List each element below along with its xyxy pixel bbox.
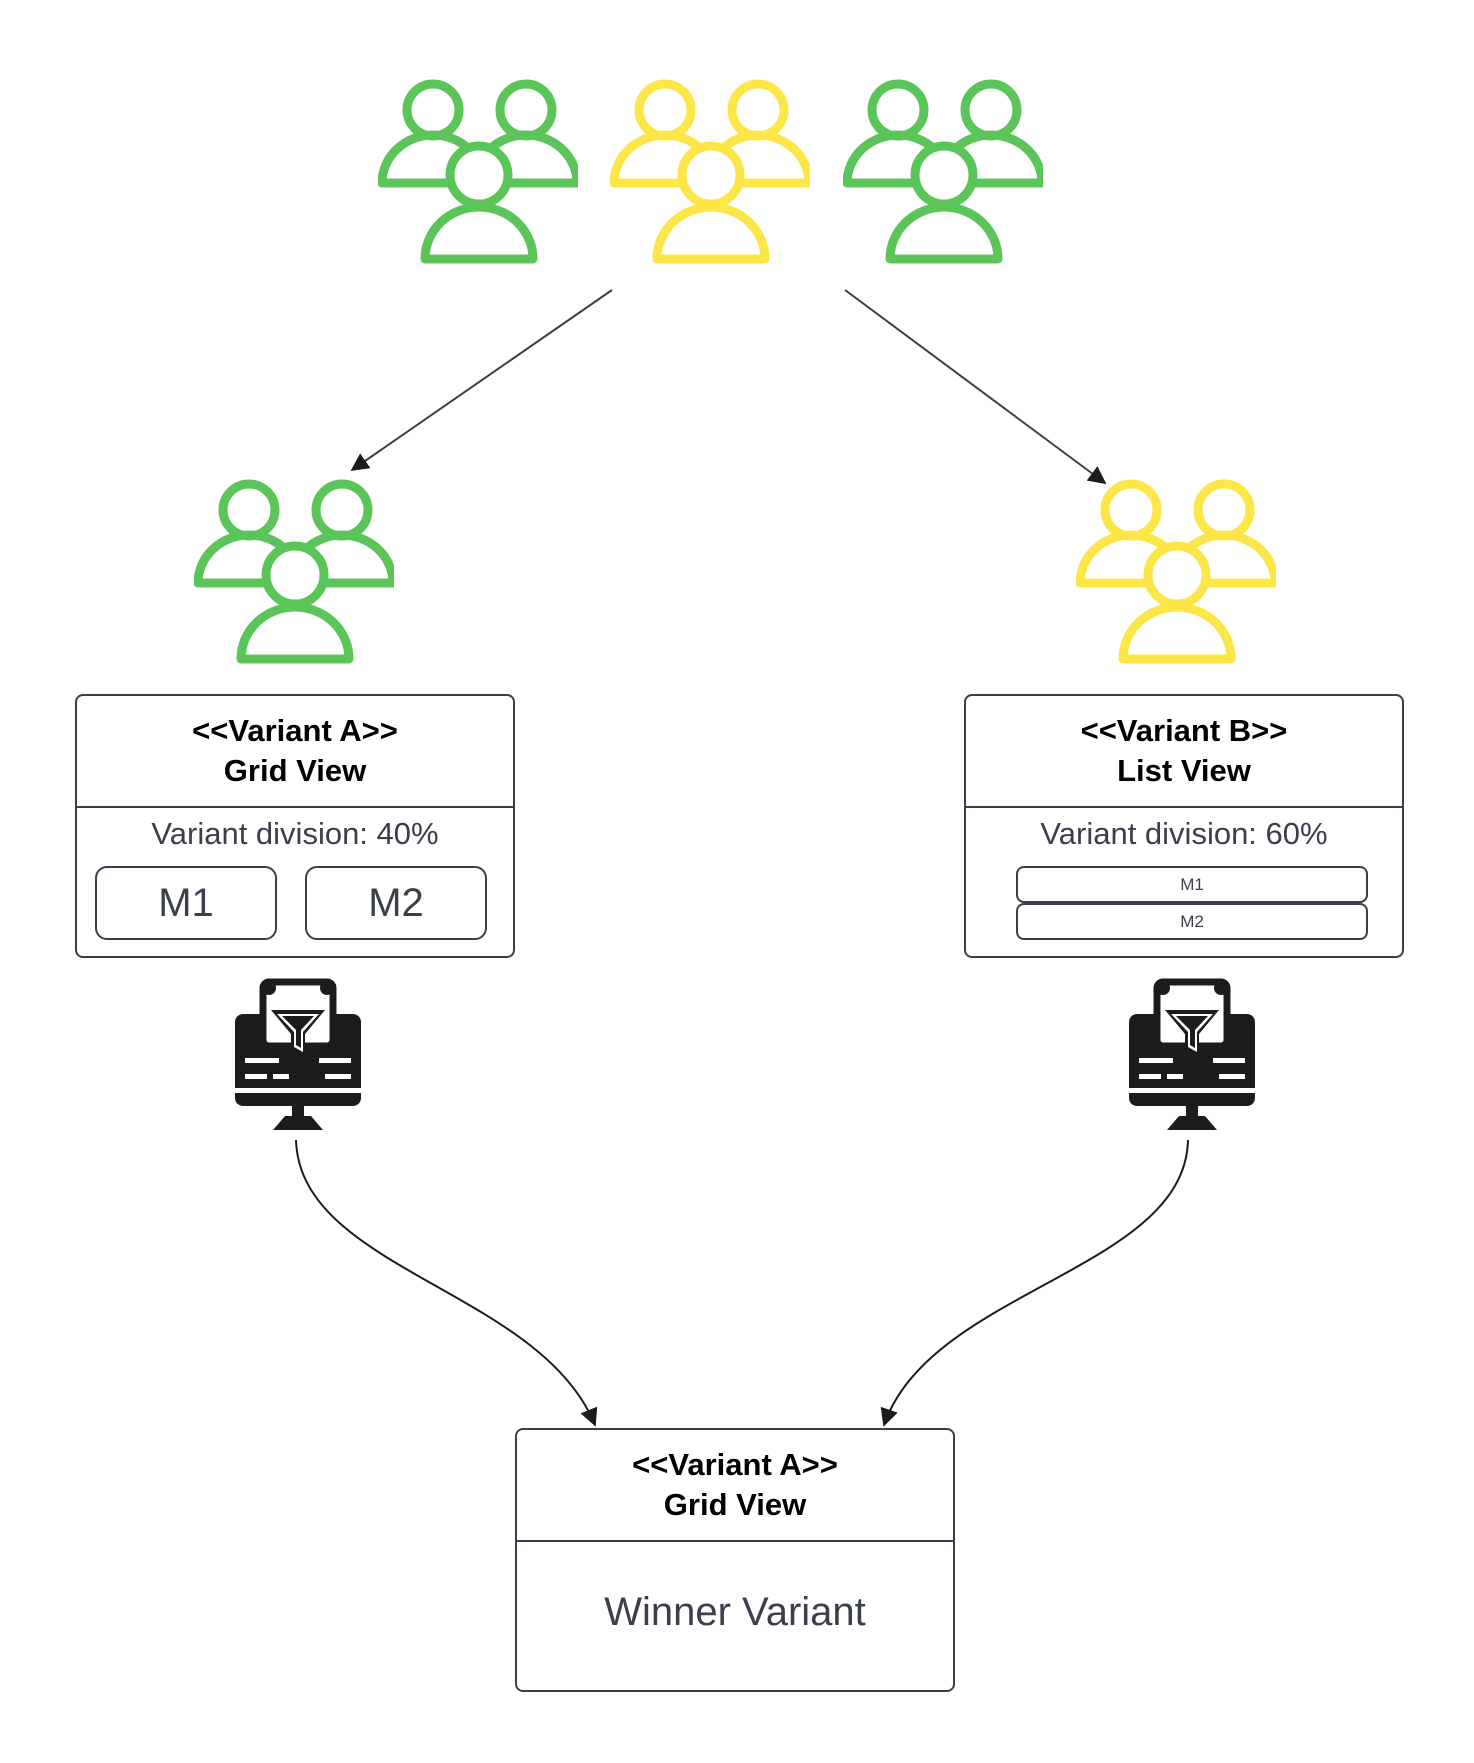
merge-arrow-b xyxy=(880,1139,1189,1427)
users-group-icon xyxy=(614,84,809,259)
winner-subtitle: Grid View xyxy=(663,1487,807,1522)
variant-b-module-m1: M1 xyxy=(1016,866,1368,903)
variant-a-module-m2: M2 xyxy=(305,866,487,940)
variant-b-header: <<Variant B>> List View xyxy=(966,696,1402,808)
variant-a-division: Variant division: 40% xyxy=(151,816,439,851)
users-group-icon xyxy=(847,84,1042,259)
split-arrow-a xyxy=(350,289,613,472)
variant-a-module-m1: M1 xyxy=(95,866,277,940)
users-group-icon xyxy=(382,84,577,259)
variant-b-title: <<Variant B>> xyxy=(1080,713,1288,748)
monitor-funnel-icon xyxy=(235,981,361,1130)
variant-a-title: <<Variant A>> xyxy=(192,713,398,748)
variant-b-division: Variant division: 60% xyxy=(1040,816,1328,851)
variant-b-subtitle: List View xyxy=(1117,753,1251,788)
winner-header: <<Variant A>> Grid View xyxy=(517,1430,953,1542)
users-group-icon xyxy=(1080,484,1275,659)
monitor-funnel-icon xyxy=(1129,981,1255,1130)
variant-a-header: <<Variant A>> Grid View xyxy=(77,696,513,808)
split-arrow-b xyxy=(844,289,1107,485)
variant-a-card: <<Variant A>> Grid View Variant division… xyxy=(75,694,515,958)
winner-title: <<Variant A>> xyxy=(632,1447,838,1482)
merge-arrow-a xyxy=(295,1139,598,1427)
users-group-icon xyxy=(198,484,393,659)
variant-b-module-m2: M2 xyxy=(1016,903,1368,940)
winner-label: Winner Variant xyxy=(604,1590,866,1634)
winner-card: <<Variant A>> Grid View Winner Variant xyxy=(515,1428,955,1692)
variant-a-subtitle: Grid View xyxy=(223,753,367,788)
variant-b-card: <<Variant B>> List View Variant division… xyxy=(964,694,1404,958)
